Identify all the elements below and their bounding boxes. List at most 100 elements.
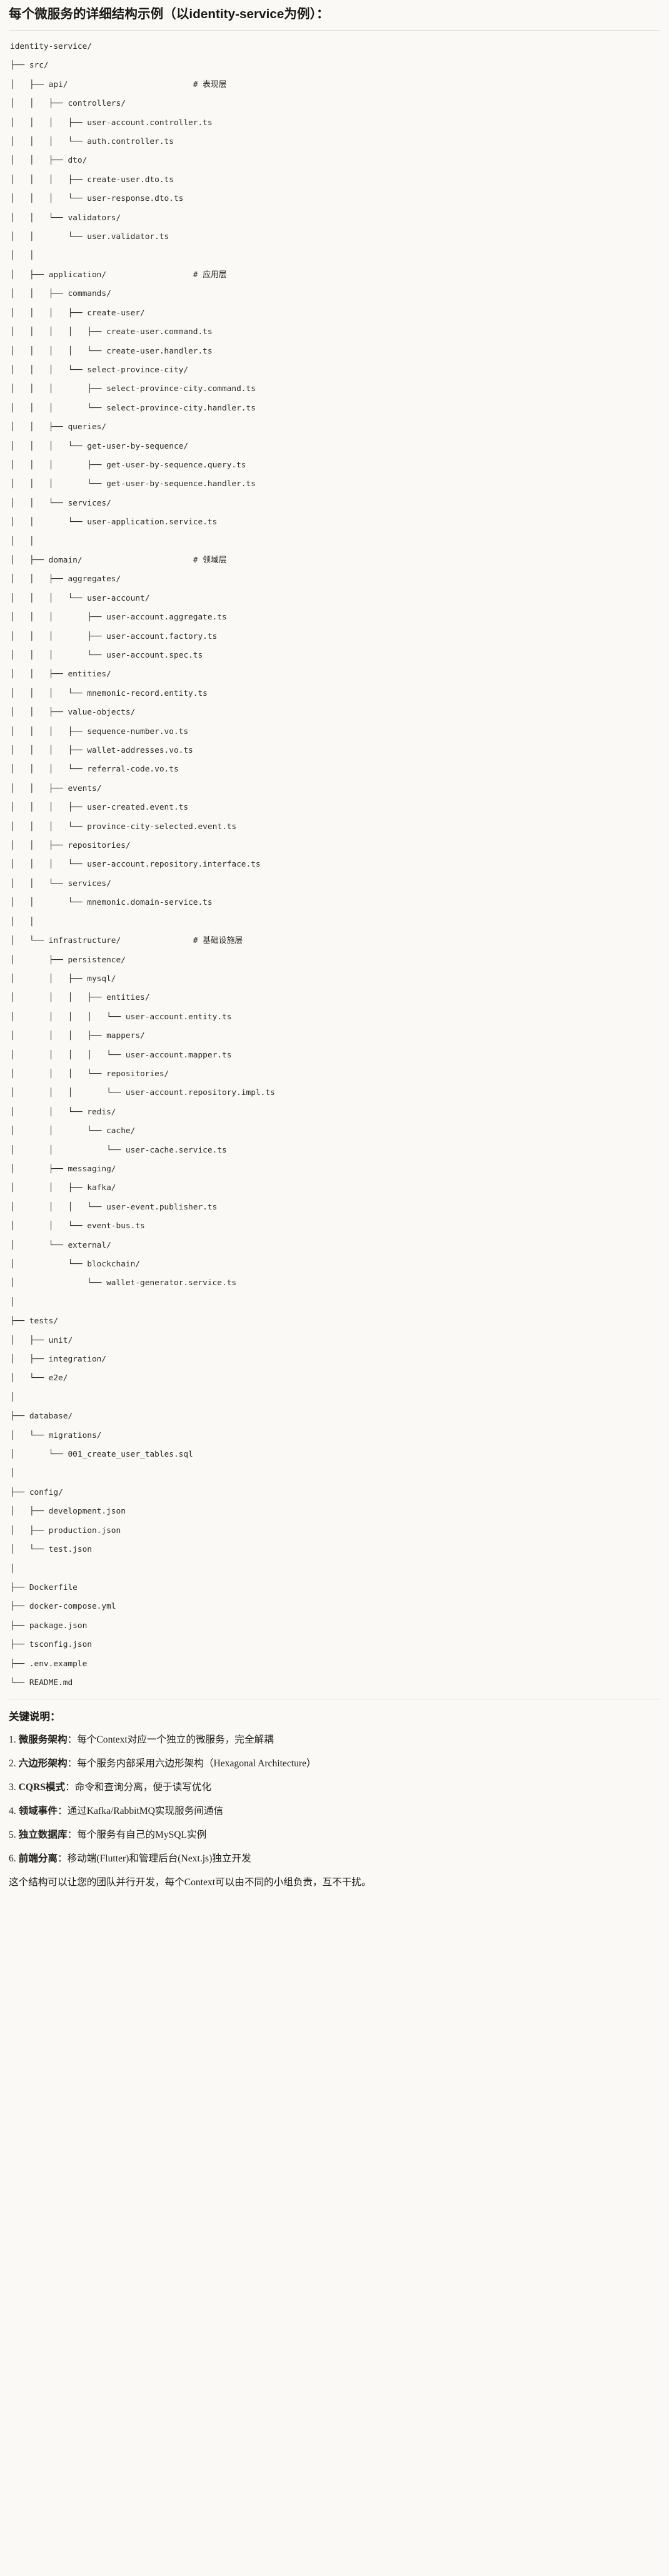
- tree-line: │ │ │ │ ├── create-user.command.ts: [10, 327, 213, 337]
- tree-line: │ │ ├── queries/: [10, 422, 107, 432]
- tree-line: │ │ │ └── select-province-city/: [10, 365, 189, 375]
- keypoints-heading: 关键说明：: [9, 1711, 61, 1723]
- keypoint-term: CQRS模式: [18, 1782, 66, 1793]
- tree-line: │ │ │ └── auth.controller.ts: [10, 137, 174, 147]
- keypoint-item: 5. 独立数据库：每个服务有自己的MySQL实例: [9, 1828, 660, 1842]
- tree-line: │ │ │ └── user-response.dto.ts: [10, 194, 184, 204]
- keypoint-description: 每个服务内部采用六边形架构（Hexagonal Architecture）: [77, 1758, 316, 1769]
- keypoint-separator: ：: [65, 1782, 75, 1793]
- keypoint-description: 每个服务有自己的MySQL实例: [77, 1830, 207, 1841]
- tree-line: │: [10, 1469, 15, 1479]
- tree-line: ├── config/: [10, 1487, 63, 1497]
- keypoint-description: 移动端(Flutter)和管理后台(Next.js)独立开发: [67, 1853, 251, 1865]
- tree-line: │ ├── domain/ # 领域层: [10, 555, 227, 565]
- tree-line: │ │ │ └── user-event.publisher.ts: [10, 1202, 218, 1212]
- tree-line: │ ├── integration/: [10, 1355, 107, 1365]
- tree-line: ├── database/: [10, 1412, 73, 1422]
- tree-line: │: [10, 1297, 15, 1307]
- tree-line: │ │ ├── mysql/: [10, 974, 116, 984]
- tree-line: ├── package.json: [10, 1621, 88, 1631]
- keypoint-separator: ：: [67, 1734, 78, 1746]
- tree-line-comment: # 应用层: [193, 270, 227, 280]
- keypoint-separator: ：: [57, 1806, 68, 1817]
- tree-line: │ │ └── cache/: [10, 1126, 136, 1136]
- tree-line: │ │ ├── controllers/: [10, 99, 126, 109]
- tree-line: │ ├── api/ # 表现层: [10, 79, 227, 89]
- keypoint-description: 每个Context对应一个独立的微服务，完全解耦: [77, 1734, 274, 1746]
- tree-line: │ │ │ └── get-user-by-sequence.handler.t…: [10, 479, 256, 489]
- keypoint-separator: ：: [67, 1830, 78, 1841]
- title-divider: [9, 30, 660, 31]
- tree-line: identity-service/: [10, 42, 92, 51]
- keypoint-term: 前端分离: [18, 1853, 58, 1865]
- keypoint-description: 命令和查询分离，便于读写优化: [74, 1782, 212, 1793]
- tree-line: │ │ └── redis/: [10, 1107, 116, 1117]
- keypoint-item: 3. CQRS模式：命令和查询分离，便于读写优化: [9, 1781, 660, 1795]
- keypoint-item: 1. 微服务架构：每个Context对应一个独立的微服务，完全解耦: [9, 1733, 660, 1747]
- tree-line: │ │: [10, 917, 34, 927]
- tree-line: ├── Dockerfile: [10, 1582, 78, 1592]
- tree-line: ├── .env.example: [10, 1659, 88, 1669]
- tree-line: │ │ │ ├── user-account.aggregate.ts: [10, 613, 227, 623]
- tree-line: │ │ │ └── get-user-by-sequence/: [10, 441, 189, 451]
- tree-line: ├── tsconfig.json: [10, 1640, 92, 1650]
- tree-line: │ └── blockchain/: [10, 1260, 141, 1269]
- tree-line: │ │: [10, 536, 34, 546]
- tree-line-comment: # 基础设施层: [193, 936, 243, 946]
- keypoint-number: 2.: [9, 1758, 19, 1769]
- keypoint-term: 微服务架构: [18, 1734, 68, 1746]
- tree-line: │ └── e2e/: [10, 1373, 68, 1383]
- tree-line: │ │ │ │ └── user-account.entity.ts: [10, 1012, 232, 1022]
- tree-line: │ │ │ └── select-province-city.handler.t…: [10, 403, 256, 413]
- keypoint-number: 5.: [9, 1830, 19, 1841]
- tree-line: │ │ │ ├── get-user-by-sequence.query.ts: [10, 460, 246, 470]
- tree-line: │ │ │ ├── sequence-number.vo.ts: [10, 726, 189, 736]
- tree-line: │ │ └── services/: [10, 498, 111, 508]
- tree-line: │: [10, 1392, 15, 1402]
- tree-line: │ ├── application/ # 应用层: [10, 270, 227, 280]
- tree-line: ├── src/: [10, 61, 49, 71]
- directory-tree-code: identity-service/ ├── src/ │ ├── api/ # …: [10, 42, 660, 1688]
- tree-line: │ │ │ ├── user-account.controller.ts: [10, 118, 213, 128]
- tree-line: │ │ ├── events/: [10, 783, 102, 793]
- tree-line: │ │ │ └── repositories/: [10, 1069, 169, 1079]
- tree-line: │ │ ├── entities/: [10, 669, 111, 680]
- tree-line: │ │: [10, 251, 34, 261]
- keypoint-item: 2. 六边形架构：每个服务内部采用六边形架构（Hexagonal Archite…: [9, 1757, 660, 1771]
- tree-line: │ │ ├── dto/: [10, 156, 88, 166]
- tree-line: │ │ │ │ └── user-account.mapper.ts: [10, 1050, 232, 1060]
- tree-line: │ │ ├── aggregates/: [10, 574, 121, 584]
- tree-line: │ │ │ └── referral-code.vo.ts: [10, 765, 179, 775]
- tree-line: │ ├── unit/: [10, 1335, 73, 1345]
- page-title: 每个微服务的详细结构示例（以identity-service为例）：: [9, 7, 329, 21]
- tree-line: │ │ └── event-bus.ts: [10, 1221, 145, 1231]
- tree-line: │ │ └── user.validator.ts: [10, 232, 169, 242]
- tree-line: │ │ │ ├── user-created.event.ts: [10, 803, 189, 813]
- tree-line: └── README.md: [10, 1677, 73, 1688]
- keypoint-item: 6. 前端分离：移动端(Flutter)和管理后台(Next.js)独立开发: [9, 1852, 660, 1866]
- keypoint-description: 通过Kafka/RabbitMQ实现服务间通信: [67, 1806, 224, 1817]
- tree-line: │ │ │ └── mnemonic-record.entity.ts: [10, 688, 208, 698]
- document-page: 每个微服务的详细结构示例（以identity-service为例）： ident…: [9, 7, 660, 1888]
- tree-line-comment: # 领域层: [193, 555, 227, 565]
- tree-line: │ └── 001_create_user_tables.sql: [10, 1450, 193, 1460]
- keypoints-list: 1. 微服务架构：每个Context对应一个独立的微服务，完全解耦 2. 六边形架…: [9, 1733, 660, 1866]
- tree-line: │ ├── development.json: [10, 1507, 126, 1517]
- tree-line: │ │ │ └── user-account.repository.interf…: [10, 860, 261, 870]
- tree-line: │ │ │ └── user-account/: [10, 593, 150, 603]
- tree-line: │ │ │ ├── mappers/: [10, 1031, 145, 1041]
- tree-line: │ │ ├── kafka/: [10, 1183, 116, 1193]
- tree-line: │ └── migrations/: [10, 1430, 102, 1440]
- tree-line: │ │ └── mnemonic.domain-service.ts: [10, 898, 213, 908]
- tree-line: │ │ └── user-cache.service.ts: [10, 1145, 227, 1155]
- tree-line: │ ├── production.json: [10, 1525, 121, 1535]
- tree-line: │ │ │ └── user-account.spec.ts: [10, 651, 203, 660]
- keypoint-number: 4.: [9, 1806, 19, 1817]
- tree-line: │ │ │ └── province-city-selected.event.t…: [10, 822, 237, 832]
- keypoint-item: 4. 领域事件：通过Kafka/RabbitMQ实现服务间通信: [9, 1805, 660, 1818]
- tree-line: │: [10, 1564, 15, 1574]
- keypoint-separator: ：: [67, 1758, 78, 1769]
- keypoint-number: 3.: [9, 1782, 19, 1793]
- tree-line-comment: # 表现层: [193, 79, 227, 89]
- closing-paragraph: 这个结构可以让您的团队并行开发，每个Context可以由不同的小组负责，互不干扰…: [9, 1877, 371, 1888]
